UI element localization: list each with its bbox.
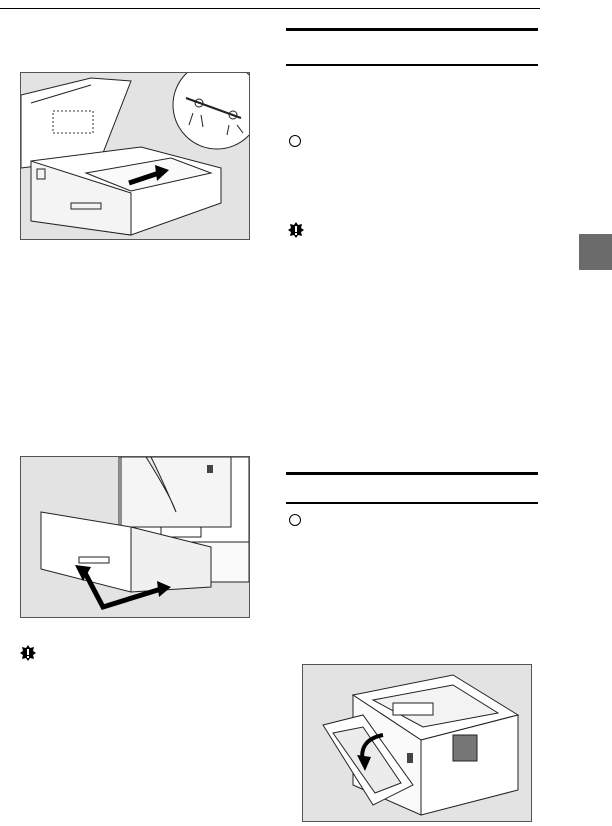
bypass-tray-figure xyxy=(302,664,532,822)
arrow-icon xyxy=(128,165,169,186)
section-2-top-rule xyxy=(286,472,538,475)
section-1-top-rule xyxy=(286,28,538,31)
chapter-tab xyxy=(579,234,612,270)
step-marker-2 xyxy=(289,514,301,526)
section-2-bottom-rule xyxy=(286,502,538,504)
header-rule xyxy=(0,8,540,9)
tray-removal-figure xyxy=(20,456,250,618)
section-1-bottom-rule xyxy=(286,64,538,66)
step-marker-1 xyxy=(289,135,301,147)
important-icon xyxy=(20,645,36,661)
curved-arrow-icon xyxy=(357,733,384,771)
paper-tray-figure xyxy=(20,72,250,240)
magnifier-callout xyxy=(172,73,249,150)
important-icon xyxy=(288,222,304,238)
double-arrow-icon xyxy=(75,565,171,611)
